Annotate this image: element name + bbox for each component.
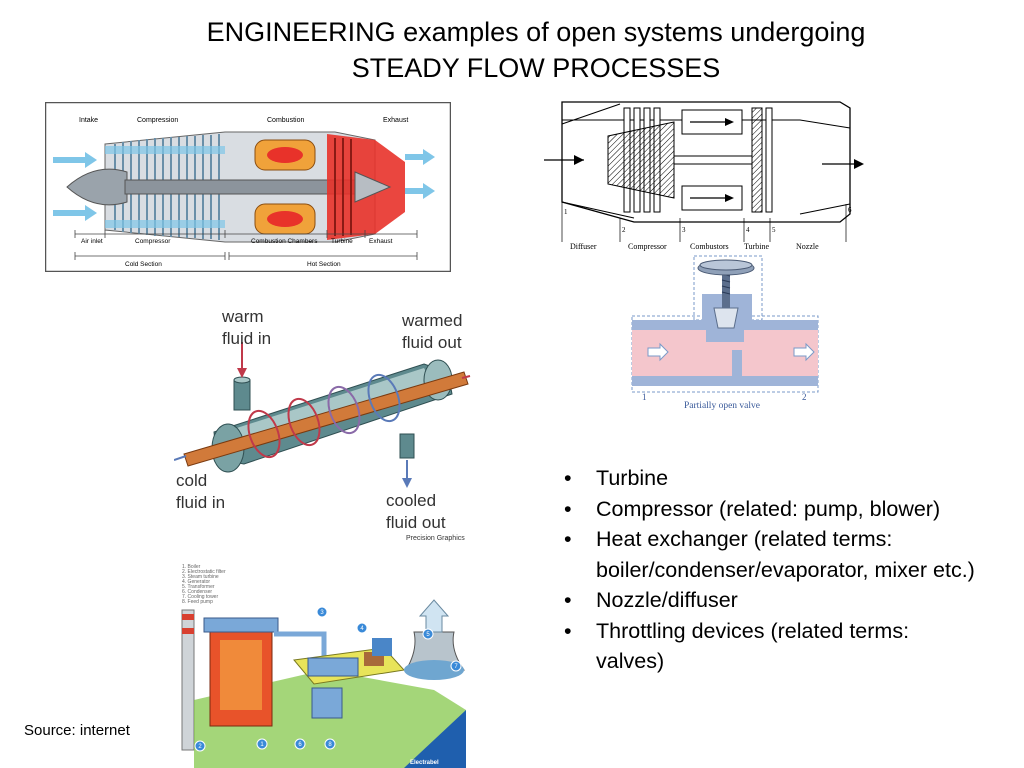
title-line-2: STEADY FLOW PROCESSES (351, 53, 721, 83)
label-exhaust-bottom: Exhaust (369, 238, 393, 245)
legend-6: 6. Condenser (182, 589, 212, 595)
turbojet-schematic: 1 2 3 4 5 6 Diffuser Compressor Combusto… (540, 98, 870, 254)
label-cold: cold (176, 471, 207, 490)
brand-electrabel: Electrabel (410, 760, 439, 766)
label-fluid-in: fluid in (222, 329, 271, 348)
station-6: 6 (848, 206, 852, 214)
throttling-valve-figure: 1 2 Partially open valve (628, 254, 824, 414)
label-turbine: Turbine (331, 238, 353, 245)
power-plant-figure: 1. Boiler 2. Electrostatic filter 3. Ste… (174, 560, 466, 768)
label-schematic-turbine: Turbine (744, 242, 769, 251)
precision-graphics-credit: Precision Graphics (406, 535, 465, 542)
label-exhaust: Exhaust (383, 117, 408, 124)
marker-4: 4 (360, 626, 364, 632)
label-compression: Compression (137, 117, 178, 124)
bullet-compressor: Compressor (related: pump, blower) (560, 494, 980, 525)
label-nozzle: Nozzle (796, 242, 819, 251)
label-combustion-chambers: Combustion Chambers (251, 238, 318, 245)
valve-caption: Partially open valve (684, 401, 760, 411)
legend-8: 8. Feed pump (182, 599, 213, 605)
label-compressor: Compressor (135, 238, 171, 245)
marker-8: 8 (328, 742, 332, 748)
label-diffuser: Diffuser (570, 242, 597, 251)
legend-4: 4. Generator (182, 579, 210, 585)
marker-6: 6 (298, 742, 302, 748)
legend-1: 1. Boiler (182, 564, 201, 570)
label-warmed: warmed (401, 311, 462, 330)
station-3: 3 (682, 226, 686, 234)
marker-1: 1 (260, 742, 264, 748)
legend-3: 3. Steam turbine (182, 574, 219, 580)
station-1: 1 (564, 208, 568, 216)
label-warm: warm (221, 307, 264, 326)
bullet-nozzle-diffuser: Nozzle/diffuser (560, 585, 980, 616)
source-note: Source: internet (24, 722, 130, 739)
bullet-turbine: Turbine (560, 463, 980, 494)
label-fluid-out: fluid out (402, 333, 462, 352)
station-2: 2 (622, 226, 626, 234)
label-cold-fluid-in: fluid in (176, 493, 225, 512)
label-cold-section: Cold Section (125, 261, 162, 268)
marker-3: 3 (320, 610, 324, 616)
label-cooled-fluid-out: fluid out (386, 513, 446, 532)
label-intake: Intake (79, 117, 98, 124)
label-hot-section: Hot Section (307, 261, 341, 268)
marker-5: 5 (426, 632, 430, 638)
legend-2: 2. Electrostatic filter (182, 569, 226, 575)
valve-port-2: 2 (802, 392, 807, 402)
heat-exchanger-figure: warm fluid in warmed fluid out cold flui… (174, 302, 474, 546)
jet-engine-figure: Intake Compression Combustion Exhaust (45, 102, 451, 272)
slide-title: ENGINEERING examples of open systems und… (100, 14, 972, 86)
label-air-inlet: Air inlet (81, 238, 103, 245)
valve-port-1: 1 (642, 392, 647, 402)
bullet-heat-exchanger: Heat exchanger (related terms: boiler/co… (560, 524, 980, 585)
legend-5: 5. Transformer (182, 584, 215, 590)
label-cooled: cooled (386, 491, 436, 510)
bullet-throttling-devices: Throttling devices (related terms: valve… (560, 616, 980, 677)
station-4: 4 (746, 226, 750, 234)
label-combustion: Combustion (267, 117, 304, 124)
examples-bullet-list: Turbine Compressor (related: pump, blowe… (560, 463, 980, 677)
station-5: 5 (772, 226, 776, 234)
marker-7: 7 (454, 664, 458, 670)
label-combustors: Combustors (690, 242, 729, 251)
title-line-1: ENGINEERING examples of open systems und… (206, 17, 866, 47)
label-schematic-compressor: Compressor (628, 242, 667, 251)
legend-7: 7. Cooling tower (182, 594, 218, 600)
marker-2: 2 (198, 744, 202, 750)
